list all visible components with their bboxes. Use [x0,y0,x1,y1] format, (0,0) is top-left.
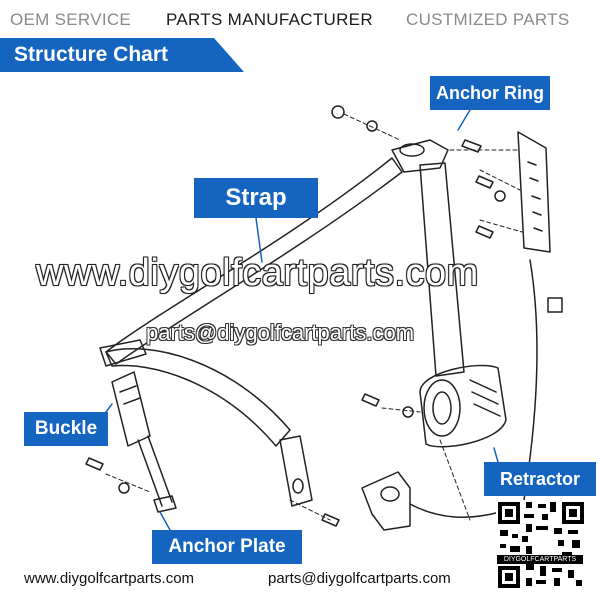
retractor-strap [419,162,465,377]
page-title: Structure Chart [14,43,169,66]
header-parts-manufacturer: PARTS MANUFACTURER [166,10,373,29]
title-banner-shape [0,38,244,72]
bolts [85,105,506,527]
retractor-body [419,364,507,448]
header-customized-parts: CUSTMIZED PARTS [406,10,570,29]
lap-strap [105,348,291,447]
anchor-plate-lower [279,435,313,507]
belt-tongue [99,339,147,367]
callout-retractor: Retractor [484,462,596,496]
watermark-site: www.diygolfcartparts.com [36,252,479,294]
title-banner: Structure Chart [0,38,244,72]
assembly-lines [105,113,523,521]
callout-buckle: Buckle [24,412,108,446]
watermark-email: parts@diygolfcartparts.com [146,320,415,345]
callout-anchor-ring: Anchor Ring [430,76,550,110]
header-oem-service: OEM SERVICE [10,10,132,29]
callout-strap: Strap [194,178,318,218]
mounting-bracket [517,131,551,253]
footer-website: www.diygolfcartparts.com [24,570,195,587]
qr-code-icon [496,500,586,590]
callout-anchor-plate: Anchor Plate [152,530,302,564]
strap-upper [105,157,403,365]
anchor-ring-guide [391,139,449,173]
buckle-stalk [137,435,173,507]
floor-bracket [361,471,411,531]
footer-email: parts@diygolfcartparts.com [268,570,451,587]
header-bar: OEM SERVICE PARTS MANUFACTURER CUSTMIZED… [0,0,600,36]
qr-code-label: DIYGOLFCARTPARTS [497,555,583,564]
buckle-body [111,371,151,447]
